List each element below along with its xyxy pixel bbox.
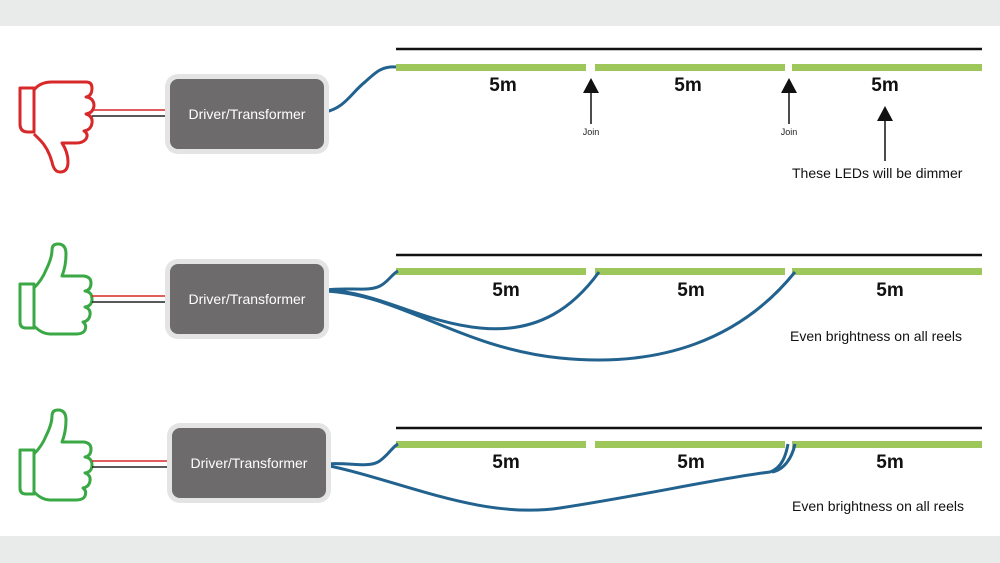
join-label: Join (582, 127, 600, 137)
led-reel-2 (595, 268, 785, 275)
driver-cable (92, 295, 170, 303)
row-3 (18, 408, 982, 512)
row-2 (18, 242, 982, 362)
row-note: Even brightness on all reels (790, 328, 962, 344)
driver-cable (92, 109, 170, 117)
thumbs-up-icon (18, 408, 94, 502)
reel-length-label: 5m (677, 280, 705, 301)
split-cables (324, 442, 797, 512)
thumbs-up-icon (18, 242, 94, 336)
driver-transformer-box: Driver/Transformer (172, 428, 326, 498)
reel-length-label: 5m (871, 75, 899, 96)
led-reel-2 (595, 441, 785, 448)
driver-label: Driver/Transformer (190, 455, 308, 471)
driver-transformer-box: Driver/Transformer (170, 264, 324, 334)
row-note: Even brightness on all reels (792, 498, 964, 514)
diagram-panel (0, 26, 1000, 536)
led-reel-1 (396, 441, 586, 448)
dim-arrow (877, 106, 893, 161)
join-arrow-1 (583, 78, 599, 124)
driver-label: Driver/Transformer (188, 106, 306, 122)
reel-length-label: 5m (492, 452, 520, 473)
driver-label: Driver/Transformer (188, 291, 306, 307)
led-reel-2 (595, 64, 785, 71)
reel-length-label: 5m (677, 452, 705, 473)
reel-length-label: 5m (876, 280, 904, 301)
thumbs-down-icon (18, 80, 96, 174)
led-reel-3 (792, 268, 982, 275)
driver-cable (92, 460, 170, 468)
driver-transformer-box: Driver/Transformer (170, 79, 324, 149)
join-arrow-2 (781, 78, 797, 124)
reel-length-label: 5m (876, 452, 904, 473)
reel-length-label: 5m (674, 75, 702, 96)
row-note: These LEDs will be dimmer (792, 165, 963, 181)
power-cable (324, 65, 397, 114)
led-reel-1 (396, 64, 586, 71)
row-1 (18, 47, 982, 174)
led-reel-1 (396, 268, 586, 275)
reel-length-label: 5m (492, 280, 520, 301)
join-label: Join (780, 127, 798, 137)
led-reel-3 (792, 64, 982, 71)
led-reel-3 (792, 441, 982, 448)
parallel-cables (324, 269, 797, 362)
reel-length-label: 5m (489, 75, 517, 96)
